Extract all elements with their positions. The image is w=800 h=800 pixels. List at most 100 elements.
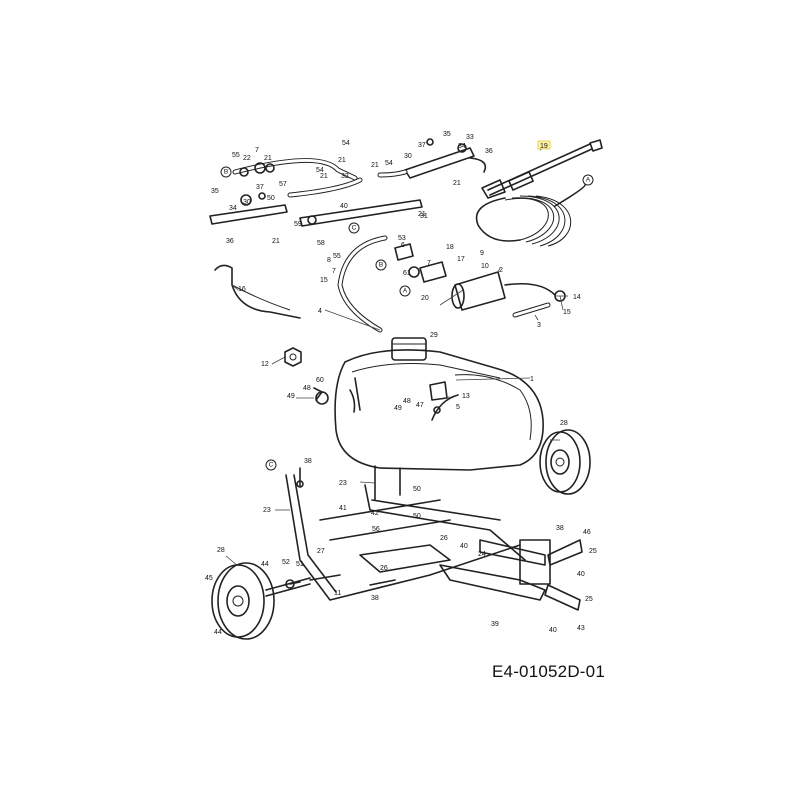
callout-34a: 34 (458, 143, 466, 150)
callout-27: 27 (317, 548, 325, 555)
fitting-13 (429, 381, 448, 414)
fitting-60 (313, 387, 329, 405)
callout-50c: 50 (413, 513, 421, 520)
ref-marker-C-frame: C (265, 459, 277, 471)
nut-12 (284, 347, 302, 367)
callout-21e: 21 (272, 238, 280, 245)
callout-20: 20 (421, 295, 429, 302)
bolt-38 (296, 467, 396, 586)
callout-56: 56 (372, 526, 380, 533)
callout-50b: 50 (413, 486, 421, 493)
callout-57: 57 (279, 181, 287, 188)
boom-assembly-top-right (404, 138, 487, 179)
svg-text:C: C (352, 225, 357, 232)
callout-34b: 34 (229, 205, 237, 212)
callout-6: 6 (401, 242, 405, 249)
callout-23a: 23 (339, 480, 347, 487)
callout-30a: 30 (404, 153, 412, 160)
ref-marker-A-right: A (582, 174, 594, 186)
callout-40d: 40 (549, 627, 557, 634)
callout-43: 43 (577, 625, 585, 632)
coiled-hose (475, 184, 586, 247)
callout-44b: 44 (214, 629, 222, 636)
callout-40a: 40 (340, 203, 348, 210)
callout-35a: 35 (443, 131, 451, 138)
callout-18: 18 (446, 244, 454, 251)
callout-labels: 1 2 3 4 5 6 7 7 7 8 9 10 11 12 13 14 15 … (205, 131, 597, 636)
callout-47: 47 (416, 402, 424, 409)
ref-marker-A-pump: A (399, 285, 411, 297)
callout-33: 33 (466, 134, 474, 141)
hose-3 (512, 302, 551, 318)
callout-48b: 48 (403, 398, 411, 405)
pump-assembly (394, 243, 566, 311)
suction-hose-4 (337, 235, 388, 333)
callout-49a: 49 (287, 393, 295, 400)
callout-21g: 21 (453, 180, 461, 187)
callout-13: 13 (462, 393, 470, 400)
callout-52: 52 (282, 559, 290, 566)
callout-2: 2 (499, 267, 503, 274)
callout-51: 51 (296, 561, 304, 568)
callout-32: 32 (341, 173, 349, 180)
leader-lines (225, 145, 568, 567)
callout-54c: 54 (316, 167, 324, 174)
callout-21a: 21 (264, 155, 272, 162)
ref-marker-B-pump: B (375, 259, 387, 271)
svg-text:A: A (403, 288, 408, 295)
callout-26a: 26 (380, 565, 388, 572)
callout-17: 17 (457, 256, 465, 263)
callout-8: 8 (327, 257, 331, 264)
callout-38b: 38 (556, 525, 564, 532)
callout-3: 3 (537, 322, 541, 329)
callout-60: 60 (316, 377, 324, 384)
callout-29: 29 (430, 332, 438, 339)
callout-38a: 38 (304, 458, 312, 465)
callout-9: 9 (480, 250, 484, 257)
callout-11: 11 (334, 590, 341, 597)
callout-42: 42 (371, 510, 379, 517)
spray-wand (481, 139, 603, 199)
svg-text:B: B (224, 169, 228, 176)
callout-36a: 36 (485, 148, 493, 155)
callout-41: 41 (339, 505, 347, 512)
callout-highlight-19 (537, 140, 551, 150)
callout-21d: 21 (320, 173, 328, 180)
callout-40b: 40 (460, 543, 468, 550)
callout-35b: 35 (211, 188, 219, 195)
callout-25b: 25 (585, 596, 593, 603)
svg-text:B: B (379, 262, 383, 269)
hose-54 (287, 169, 408, 198)
callout-46: 46 (583, 529, 591, 536)
callout-58: 58 (317, 240, 325, 247)
callout-12: 12 (261, 361, 269, 368)
wheel-right (539, 429, 591, 495)
callout-54b: 54 (385, 160, 393, 167)
callout-21c: 21 (371, 162, 379, 169)
ref-marker-C-top: C (348, 222, 360, 234)
callout-36b: 36 (226, 238, 234, 245)
callout-7c: 7 (427, 260, 431, 267)
callout-44a: 44 (261, 561, 269, 568)
wire-harness-16 (214, 264, 301, 319)
callout-37a: 37 (418, 142, 426, 149)
drawing-reference-code: E4-01052D-01 (492, 662, 605, 681)
callout-4: 4 (318, 308, 322, 315)
callout-55b: 55 (333, 253, 341, 260)
boom-assembly-top-left (232, 157, 358, 181)
callout-40c: 40 (577, 571, 585, 578)
callout-25a: 25 (589, 548, 597, 555)
callout-28b: 28 (560, 420, 568, 427)
callout-37b: 37 (256, 184, 264, 191)
callout-24: 24 (478, 551, 486, 558)
callout-26b: 26 (440, 535, 448, 542)
callout-16: 16 (238, 286, 246, 293)
callout-49b: 49 (394, 405, 402, 412)
callout-21b: 21 (338, 157, 346, 164)
callout-54a: 54 (342, 140, 350, 147)
callout-39: 39 (491, 621, 499, 628)
callout-50a: 50 (267, 195, 275, 202)
callout-45: 45 (205, 575, 213, 582)
callout-48a: 48 (303, 385, 311, 392)
